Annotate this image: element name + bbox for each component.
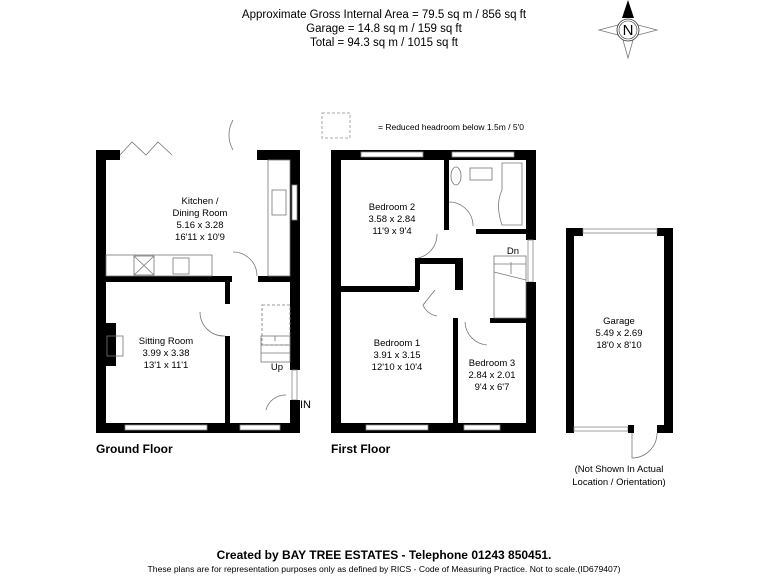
ground-floor-plan bbox=[96, 119, 300, 433]
kitchen-name-2: Dining Room bbox=[173, 208, 228, 219]
bedroom3-imperial: 9'4 x 6'7 bbox=[475, 382, 510, 393]
bedroom3-metric: 2.84 x 2.01 bbox=[468, 370, 515, 381]
bedroom2-imperial: 11'9 x 9'4 bbox=[372, 226, 411, 237]
footer-created-by: Created by BAY TREE ESTATES - Telephone … bbox=[217, 548, 552, 562]
first-floor-plan bbox=[331, 150, 536, 433]
footer-disclaimer: These plans are for representation purpo… bbox=[148, 564, 621, 574]
sitting-room-metric: 3.99 x 3.38 bbox=[142, 348, 189, 359]
first-floor-label: First Floor bbox=[331, 442, 391, 456]
garage-note-1: (Not Shown In Actual bbox=[575, 464, 664, 475]
sitting-room-name: Sitting Room bbox=[139, 336, 193, 347]
sitting-room-imperial: 13'1 x 11'1 bbox=[144, 360, 189, 371]
entrance-label: IN bbox=[300, 399, 311, 411]
bedroom1-name: Bedroom 1 bbox=[374, 338, 420, 349]
headroom-legend-text: = Reduced headroom below 1.5m / 5'0 bbox=[378, 122, 524, 132]
bedroom3-name: Bedroom 3 bbox=[469, 358, 515, 369]
garage-imperial: 18'0 x 8'10 bbox=[596, 340, 641, 351]
garage-note-2: Location / Orientation) bbox=[572, 477, 665, 488]
bedroom1-metric: 3.91 x 3.15 bbox=[373, 350, 420, 361]
bedroom2-metric: 3.58 x 2.84 bbox=[368, 214, 415, 225]
compass-icon: N bbox=[597, 0, 659, 60]
kitchen-metric: 5.16 x 3.28 bbox=[176, 220, 223, 231]
compass-letter: N bbox=[623, 22, 634, 39]
stairs-up-label: Up bbox=[271, 362, 283, 373]
garage-metric: 5.49 x 2.69 bbox=[595, 328, 642, 339]
bedroom1-imperial: 12'10 x 10'4 bbox=[372, 362, 423, 373]
stairs-down-label: Dn bbox=[507, 246, 519, 257]
headroom-legend-swatch bbox=[321, 112, 351, 139]
kitchen-name-1: Kitchen / bbox=[182, 196, 219, 207]
total-area-text: Total = 94.3 sq m / 1015 sq ft bbox=[310, 37, 459, 49]
kitchen-imperial: 16'11 x 10'9 bbox=[175, 232, 225, 243]
ground-floor-label: Ground Floor bbox=[96, 442, 173, 456]
garage-name: Garage bbox=[603, 316, 635, 327]
garage-plan bbox=[566, 228, 673, 459]
garage-area-text: Garage = 14.8 sq m / 159 sq ft bbox=[306, 23, 462, 35]
gross-area-text: Approximate Gross Internal Area = 79.5 s… bbox=[242, 9, 527, 21]
bedroom2-name: Bedroom 2 bbox=[369, 202, 415, 213]
area-summary: Approximate Gross Internal Area = 79.5 s… bbox=[242, 9, 527, 49]
